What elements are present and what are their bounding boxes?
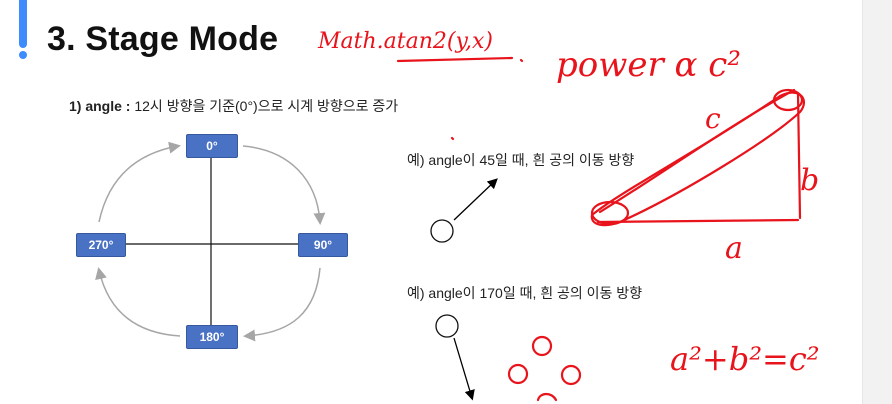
- right-scroll-gutter[interactable]: [862, 0, 892, 404]
- ink-blob-3: [560, 364, 582, 386]
- triangle-base: [596, 218, 800, 224]
- ink-blob-4: [536, 392, 558, 402]
- pythagoras-formula: a²+b²=c²: [670, 340, 820, 378]
- arc-180-to-270: [95, 267, 181, 337]
- ball-45: [430, 219, 454, 243]
- direction-arrow-170: [453, 337, 475, 401]
- angle-definition: 1) angle : 12시 방향을 기준(0°)으로 시계 방향으로 증가: [69, 96, 398, 116]
- angle-description: 12시 방향을 기준(0°)으로 시계 방향으로 증가: [134, 98, 399, 114]
- ink-dot: [519, 58, 524, 63]
- ball-170: [435, 314, 459, 338]
- example-170-caption: 예) angle이 170일 때, 흰 공의 이동 방향: [407, 285, 643, 301]
- angle-diagram: Math.atan2(y,x) power α c² c b a a²+b²=c…: [95, 29, 820, 402]
- slide: 3. Stage Mode 1) angle : 12시 방향을 기준(0°)으…: [19, 0, 820, 402]
- arc-270-to-0: [98, 141, 181, 223]
- triangle-corner-top: [772, 88, 804, 112]
- note-atan2-underline: [396, 56, 514, 63]
- angle-badge-180: 180°: [186, 325, 238, 349]
- ink-blob-1: [531, 335, 553, 357]
- side-b-label: b: [800, 163, 819, 198]
- angle-badge-0: 0°: [186, 134, 238, 158]
- angle-badge-90: 90°: [298, 233, 348, 257]
- ink-blob-2: [507, 363, 529, 385]
- side-c-label: c: [705, 102, 721, 135]
- title-accent-dot: [19, 51, 27, 59]
- handwriting-layer: Math.atan2(y,x) power α c² c b a a²+b²=c…: [317, 29, 820, 402]
- side-a-label: a: [725, 231, 743, 266]
- direction-arrow-45: [453, 178, 498, 221]
- triangle-corner-left: [590, 200, 630, 226]
- triangle-height: [796, 92, 802, 220]
- triangle-hypotenuse: [598, 88, 796, 214]
- note-power: power α c²: [556, 45, 741, 85]
- slide-title: 3. Stage Mode: [47, 20, 279, 58]
- example-45-caption: 예) angle이 45일 때, 흰 공의 이동 방향: [407, 152, 635, 168]
- arc-90-to-180: [243, 267, 321, 342]
- ink-dot-2: [450, 136, 455, 141]
- arc-0-to-90: [242, 145, 326, 225]
- angle-badge-270: 270°: [76, 233, 126, 257]
- angle-label: 1) angle :: [69, 98, 131, 114]
- title-accent-bar: [19, 0, 27, 48]
- note-atan2: Math.atan2(y,x): [317, 29, 493, 54]
